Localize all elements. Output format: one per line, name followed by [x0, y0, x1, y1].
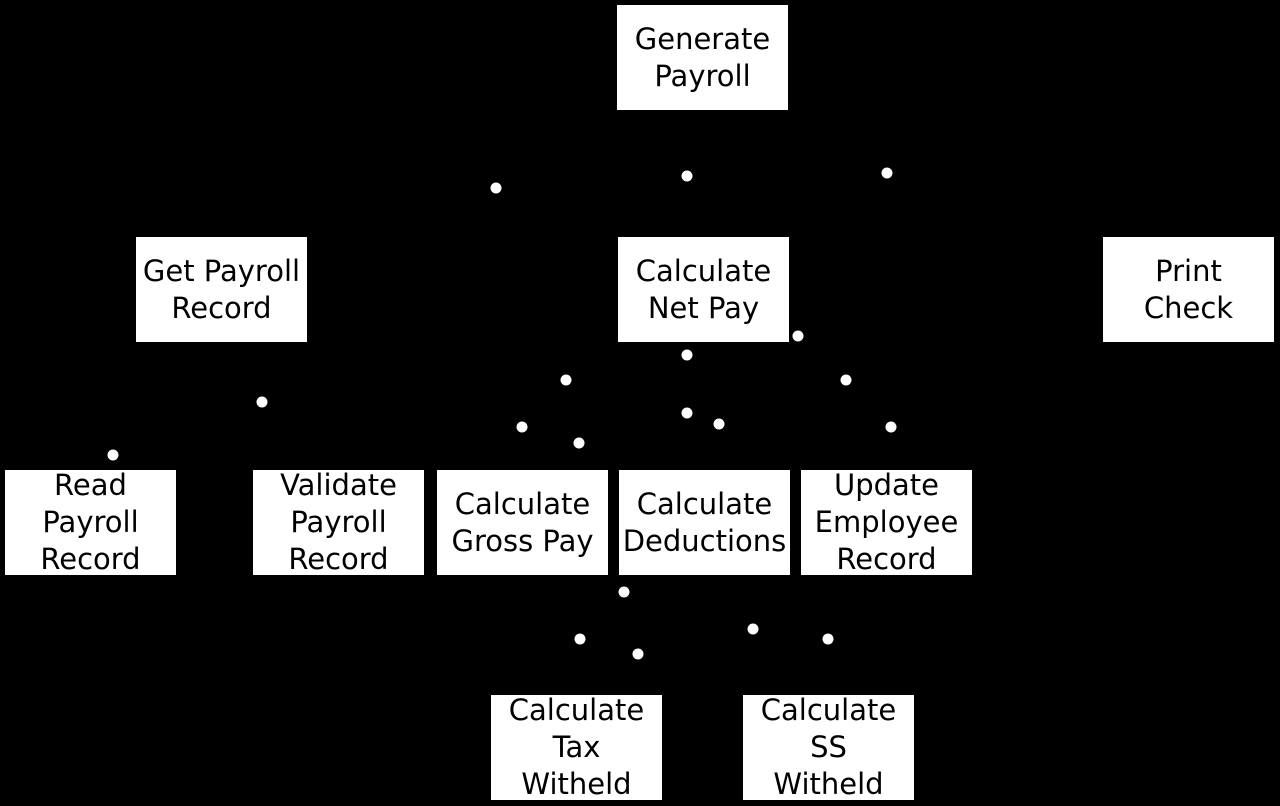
- node-read-payroll-record: Read Payroll Record: [5, 468, 176, 576]
- connector-dot-icon: [881, 167, 893, 179]
- connector-dot-icon: [256, 396, 268, 408]
- node-print-check: Print Check: [1103, 237, 1274, 342]
- connector-dot-icon: [574, 633, 586, 645]
- node-calculate-net-pay: Calculate Net Pay: [618, 237, 789, 342]
- node-get-payroll-record: Get Payroll Record: [136, 237, 307, 342]
- connector-dot-icon: [681, 407, 693, 419]
- connector-dot-icon: [490, 182, 502, 194]
- connector-dot-icon: [840, 374, 852, 386]
- connector-dot-icon: [681, 349, 693, 361]
- connector-dot-icon: [107, 449, 119, 461]
- connector-dot-icon: [560, 374, 572, 386]
- node-generate-payroll: Generate Payroll: [617, 5, 788, 110]
- node-calculate-deductions: Calculate Deductions: [619, 470, 790, 575]
- node-validate-payroll-record: Validate Payroll Record: [253, 468, 424, 576]
- node-calculate-tax-witheld: Calculate Tax Witheld: [491, 693, 662, 801]
- connector-dot-icon: [681, 170, 693, 182]
- connector-dot-icon: [713, 418, 725, 430]
- connector-dot-icon: [618, 586, 630, 598]
- node-calculate-ss-witheld: Calculate SS Witheld: [743, 693, 914, 801]
- connector-dot-icon: [792, 330, 804, 342]
- node-calculate-gross-pay: Calculate Gross Pay: [437, 470, 608, 575]
- connector-dot-icon: [516, 421, 528, 433]
- connector-dot-icon: [885, 421, 897, 433]
- connector-dot-icon: [632, 648, 644, 660]
- node-update-employee-record: Update Employee Record: [801, 468, 972, 576]
- connector-dot-icon: [747, 623, 759, 635]
- connector-dot-icon: [573, 437, 585, 449]
- connector-dot-icon: [822, 633, 834, 645]
